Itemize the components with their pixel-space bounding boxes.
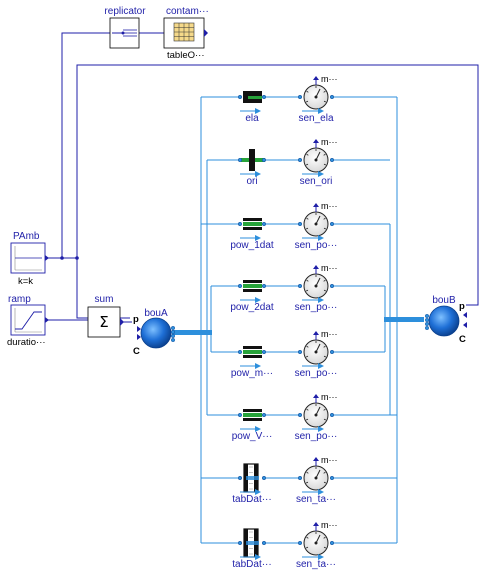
sensor-variable-label: m··· [321,201,338,211]
mass-flow-sensor-8[interactable]: m··· sen_ta··· [296,520,338,570]
sensor-label: sen_po··· [295,240,338,251]
flow-device-label: ori [246,176,257,187]
bouA-port-c: C [133,346,140,357]
contam-param: tableO··· [167,50,204,61]
replicator-block[interactable]: replicator [104,6,146,49]
sensor-label: sen_ta··· [296,494,336,505]
replicator-label: replicator [104,6,146,17]
mass-flow-sensor-4[interactable]: m··· sen_po··· [295,263,338,313]
flow-device-label: ela [245,113,259,124]
signal-dots [60,256,79,260]
flow-device-label: pow_m··· [231,368,273,379]
flow-device-label: pow_V··· [232,431,273,442]
contam-block[interactable]: contam··· tableO··· [163,6,209,61]
flow-device-label: pow_2dat [230,302,274,313]
pamb-block[interactable]: PAmb k=k [10,231,49,287]
sensor-label: sen_po··· [295,368,338,379]
flow-device-8[interactable]: tabDat··· [232,528,272,570]
sensor-variable-label: m··· [321,263,338,273]
sensor-label: sen_ori [300,176,333,187]
bouB-port-c: C [459,334,466,345]
flow-device-3[interactable]: pow_1dat [230,218,274,251]
bouA-source[interactable]: bouA p C [133,308,175,357]
sensor-label: sen_po··· [295,431,338,442]
bouB-label: bouB [432,295,456,306]
pamb-param: k=k [18,276,33,287]
sensor-variable-label: m··· [321,329,338,339]
bouB-port-p: p [459,301,465,312]
flow-device-2[interactable]: ori [237,149,267,187]
sensor-label: sen_po··· [295,302,338,313]
contam-label: contam··· [166,6,209,17]
sensor-label: sen_ta··· [296,559,336,570]
sensor-variable-label: m··· [321,455,338,465]
sensor-variable-label: m··· [321,520,338,530]
ramp-param: duratio··· [7,337,46,348]
sum-sigma-icon: Σ [99,313,108,331]
fluid-thick-connectors [172,317,424,335]
sensor-variable-label: m··· [321,392,338,402]
sensor-variable-label: m··· [321,74,338,84]
mass-flow-sensor-1[interactable]: m··· sen_ela [297,74,338,124]
flow-device-6[interactable]: pow_V··· [232,409,273,442]
flow-device-5[interactable]: pow_m··· [231,346,273,379]
ramp-block[interactable]: ramp duratio··· [7,294,49,348]
mass-flow-sensor-3[interactable]: m··· sen_po··· [295,201,338,251]
bouB-ball-icon [428,305,460,337]
bouB-source[interactable]: bouB p C [425,295,467,345]
mass-flow-sensor-7[interactable]: m··· sen_ta··· [296,455,338,505]
flow-device-1[interactable]: ela [237,91,267,124]
mass-flow-sensor-6[interactable]: m··· sen_po··· [295,392,338,442]
signal-connections [47,32,479,323]
sum-label: sum [95,294,114,305]
bouA-port-p: p [133,314,139,325]
fluid-connections [200,96,398,544]
sensor-label: sen_ela [298,113,333,124]
mass-flow-sensor-5[interactable]: m··· sen_po··· [295,329,338,379]
sensor-variable-label: m··· [321,137,338,147]
mass-flow-sensor-2[interactable]: m··· sen_ori [297,137,338,187]
flow-device-label: tabDat··· [232,494,271,505]
flow-device-label: tabDat··· [232,559,271,570]
sum-block[interactable]: sum Σ [87,294,124,338]
flow-device-7[interactable]: tabDat··· [232,463,272,505]
flow-device-4[interactable]: pow_2dat [230,280,274,313]
ramp-label: ramp [8,294,31,305]
bouA-label: bouA [144,308,168,319]
flow-device-label: pow_1dat [230,240,274,251]
bouA-ball-icon [140,317,172,349]
pamb-label: PAmb [13,231,40,242]
